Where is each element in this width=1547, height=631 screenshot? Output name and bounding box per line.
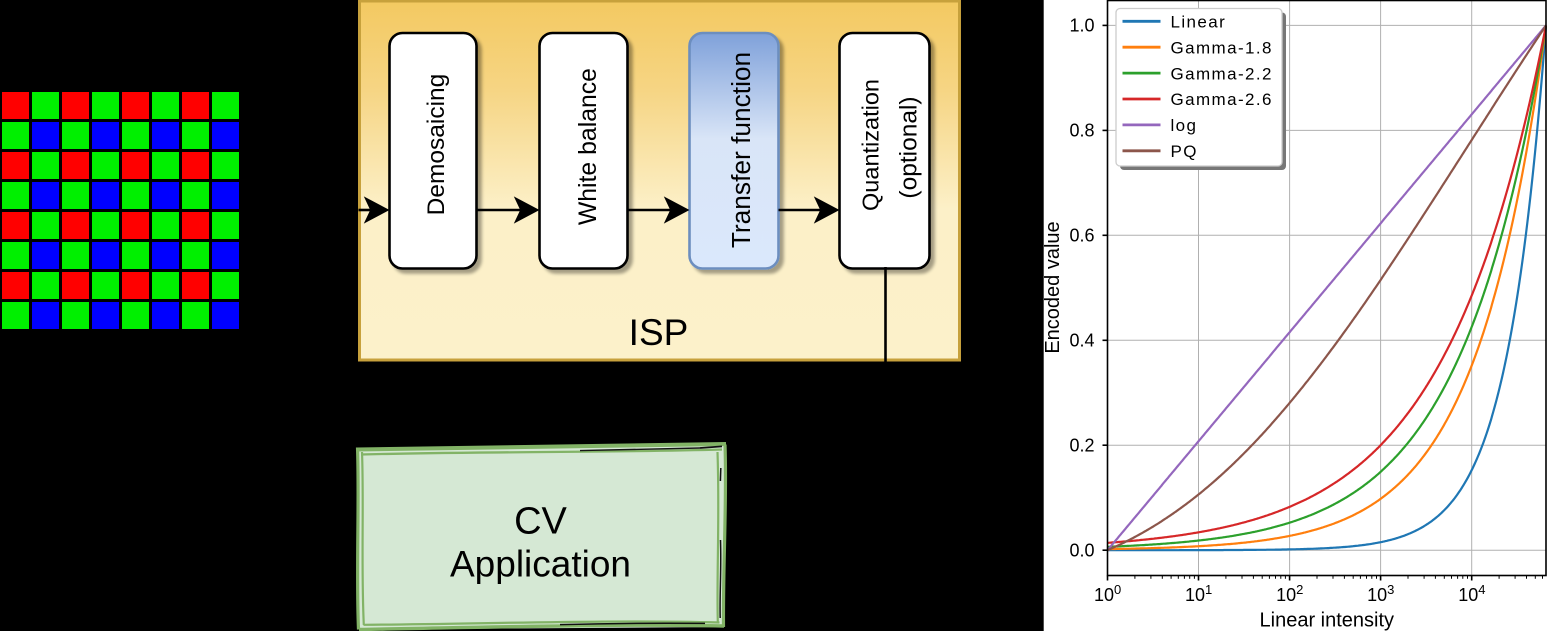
svg-text:Demosaicing: Demosaicing xyxy=(423,74,450,216)
svg-text:Quantization: Quantization xyxy=(858,79,884,211)
svg-text:0.0: 0.0 xyxy=(1069,541,1094,561)
svg-text:PQ: PQ xyxy=(1171,142,1198,161)
svg-text:ISP: ISP xyxy=(629,312,689,353)
svg-text:Transfer function: Transfer function xyxy=(726,52,756,248)
svg-text:0.4: 0.4 xyxy=(1069,331,1094,351)
svg-text:Gamma-1.8: Gamma-1.8 xyxy=(1171,38,1273,57)
svg-text:0.8: 0.8 xyxy=(1069,121,1094,141)
svg-text:CV: CV xyxy=(514,501,567,543)
svg-text:Linear intensity: Linear intensity xyxy=(1260,610,1395,631)
svg-text:Gamma-2.6: Gamma-2.6 xyxy=(1171,90,1273,109)
svg-text:0.2: 0.2 xyxy=(1069,436,1094,456)
svg-text:Encoded value: Encoded value xyxy=(1042,221,1064,353)
svg-text:(optional): (optional) xyxy=(896,96,923,198)
svg-text:1.0: 1.0 xyxy=(1069,16,1094,36)
svg-text:Application: Application xyxy=(450,544,631,585)
svg-text:0.6: 0.6 xyxy=(1069,226,1094,246)
svg-text:Gamma-2.2: Gamma-2.2 xyxy=(1171,64,1273,83)
svg-text:White balance: White balance xyxy=(575,68,602,225)
svg-text:log: log xyxy=(1171,116,1198,135)
svg-text:Linear: Linear xyxy=(1171,13,1227,32)
